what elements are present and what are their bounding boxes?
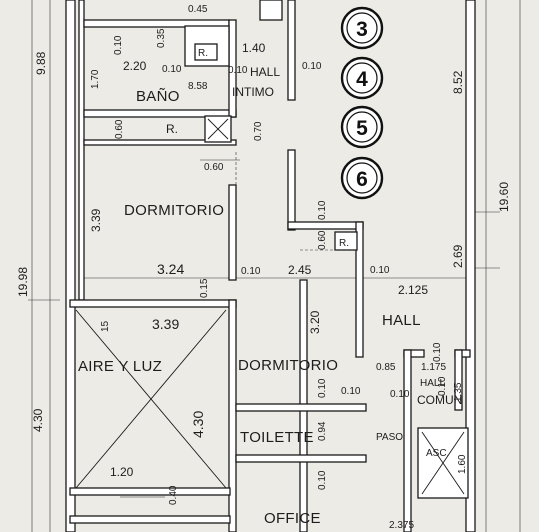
- dim-160: 1.60: [457, 454, 468, 474]
- dim-010-k: 0.10: [390, 389, 410, 400]
- dim-1175: 1.175: [421, 362, 446, 373]
- dim-135: 1.35: [453, 382, 464, 402]
- dim-2375: 2.375: [389, 520, 414, 531]
- room-labels: BAÑO HALL INTIMO DORMITORIO DORMITORIO A…: [78, 48, 462, 527]
- dim-010-c: 0.10: [162, 64, 182, 75]
- dim-1998: 19.98: [16, 267, 30, 297]
- unit-number: 3: [356, 18, 368, 41]
- room-label-r1: R.: [198, 48, 208, 59]
- room-label-hall-comun-1: HALL: [420, 378, 445, 389]
- dim-010-d: 0.10: [228, 65, 248, 76]
- unit-marker-4: 4: [340, 56, 384, 100]
- dim-040: 0.40: [168, 485, 179, 505]
- dim-320: 3.20: [308, 310, 322, 334]
- room-label-r2: R.: [166, 122, 178, 136]
- room-label-hall-intimo-1: HALL: [250, 65, 280, 79]
- dim-988: 9.88: [34, 51, 48, 75]
- room-label-dormitorio-1: DORMITORIO: [124, 202, 224, 219]
- dim-060-b: 0.60: [204, 162, 224, 173]
- dim-010-a: 0.10: [113, 35, 124, 55]
- unit-number: 5: [356, 117, 368, 140]
- dim-1960: 19.60: [497, 182, 511, 212]
- room-label-r3: R.: [339, 238, 349, 249]
- dim-010-j: 0.10: [432, 342, 443, 362]
- dim-035: 0.35: [156, 28, 167, 48]
- dim-324: 3.24: [157, 261, 184, 277]
- room-label-asc: ASC.: [426, 448, 449, 459]
- fixtures: [75, 43, 465, 495]
- dim-015: 0.15: [199, 278, 210, 298]
- room-label-aire-luz: AIRE Y LUZ: [78, 358, 162, 375]
- dimension-labels: 0.45 9.88 0.10 0.35 1.40 0.10 1.70 2.20 …: [16, 4, 511, 531]
- dim-858: 8.58: [188, 81, 208, 92]
- dim-120: 1.20: [110, 465, 134, 479]
- dim-060-c: 0.60: [317, 230, 328, 250]
- dim-060-a: 0.60: [114, 119, 125, 139]
- unit-number: 4: [356, 68, 368, 91]
- dim-852: 8.52: [451, 70, 465, 94]
- dim-085: 0.85: [376, 362, 396, 373]
- dim-430-r: 4.30: [190, 411, 206, 438]
- dim-010-l: 0.10: [437, 376, 448, 396]
- unit-markers: 3 4 5 6: [340, 6, 384, 200]
- dim-220: 2.20: [123, 59, 147, 73]
- room-label-hall-comun-2: COMUN: [417, 393, 462, 407]
- dim-15: 15: [100, 320, 111, 332]
- dim-010-h: 0.10: [317, 378, 328, 398]
- dim-070: 0.70: [253, 121, 264, 141]
- dim-010-i: 0.10: [341, 386, 361, 397]
- room-label-hall: HALL: [382, 312, 421, 329]
- dim-170: 1.70: [90, 69, 101, 89]
- walls: [65, 0, 476, 532]
- dim-269: 2.69: [451, 244, 465, 268]
- dim-245: 2.45: [288, 263, 312, 277]
- dim-430-l: 4.30: [31, 408, 45, 432]
- unit-marker-3: 3: [340, 6, 384, 50]
- dim-010-e: 0.10: [317, 200, 328, 220]
- room-label-bano: BAÑO: [136, 88, 180, 105]
- room-label-toilette: TOILETTE: [240, 429, 314, 446]
- dim-339-v: 3.39: [89, 208, 103, 232]
- room-label-hall-intimo-2: INTIMO: [232, 85, 274, 99]
- room-label-paso: PASO: [376, 432, 403, 443]
- dim-140: 1.40: [242, 41, 266, 55]
- unit-marker-5: 5: [340, 105, 384, 149]
- dim-010-f: 0.10: [241, 266, 261, 277]
- dim-010-g: 0.10: [370, 265, 390, 276]
- dim-010-m: 0.10: [317, 470, 328, 490]
- room-label-office: OFFICE: [264, 510, 321, 527]
- dim-2125: 2.125: [398, 283, 428, 297]
- unit-number: 6: [356, 168, 368, 191]
- dim-045: 0.45: [188, 4, 208, 15]
- dimension-lines: [28, 0, 521, 532]
- unit-marker-6: 6: [340, 156, 384, 200]
- dim-339-h: 3.39: [152, 316, 179, 332]
- room-label-dormitorio-2: DORMITORIO: [238, 357, 338, 374]
- dim-010-b: 0.10: [302, 61, 322, 72]
- dim-094: 0.94: [317, 421, 328, 441]
